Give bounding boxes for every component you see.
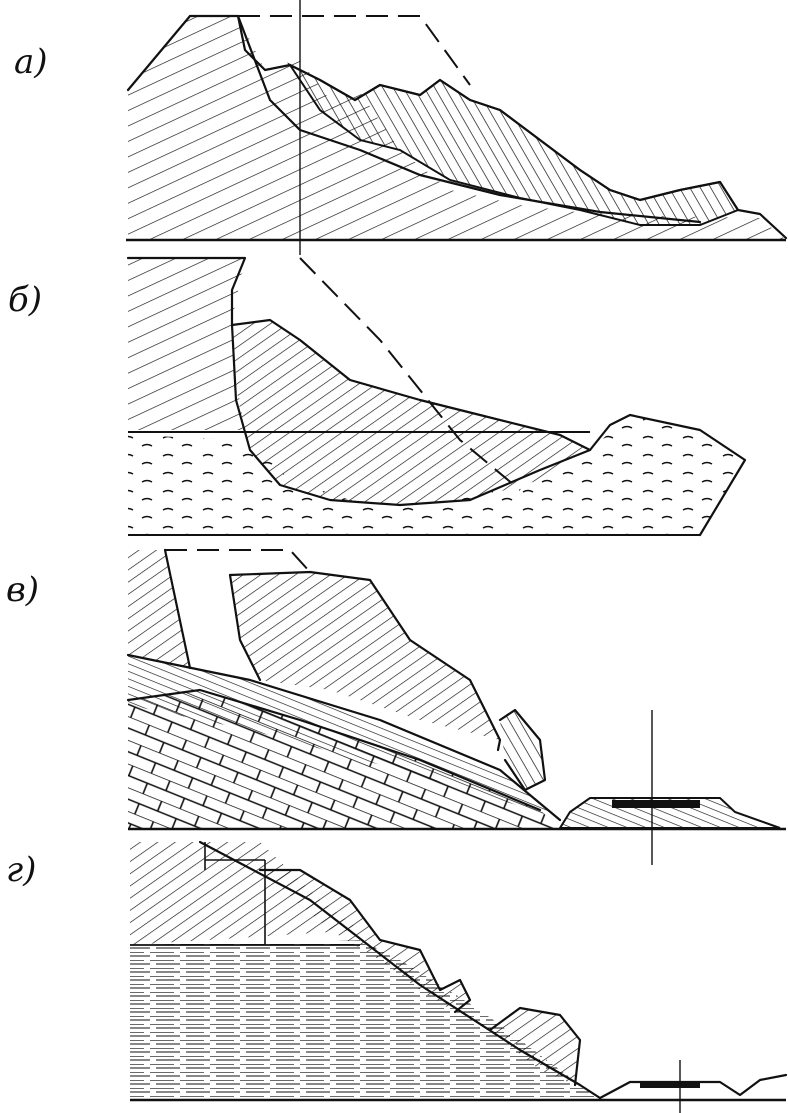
panel-a-label: а) (14, 42, 48, 82)
panel-g-label: г) (6, 850, 37, 890)
panel-b-label: б) (8, 280, 43, 320)
panel-b-diagram (126, 256, 747, 537)
panel-a-diagram (126, 0, 788, 255)
panel-v-diagram (126, 548, 786, 865)
road-bed-g (640, 1082, 700, 1088)
panel-v-label: в) (6, 570, 40, 610)
panel-g-diagram (130, 840, 788, 1113)
road-bed-v (612, 800, 700, 808)
